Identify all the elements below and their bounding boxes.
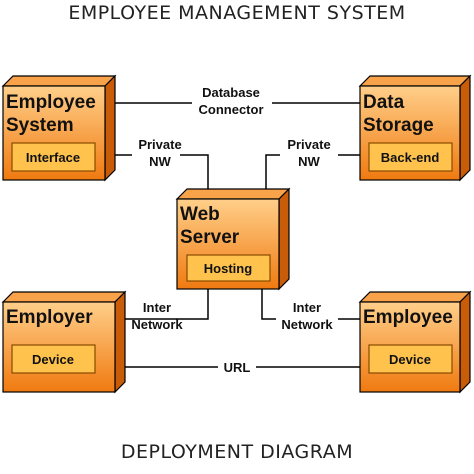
inter-network-left-label-1: Inter (143, 300, 171, 315)
node-name-line2: Storage (363, 115, 434, 136)
private-nw-left-label-1: Private (138, 137, 181, 152)
node-name-line1: Employee (6, 92, 96, 113)
inter-network-right-label-2: Network (281, 317, 333, 332)
component-label: Device (389, 352, 431, 367)
node-name-line1: Employer (6, 307, 93, 328)
component-box[interactable] (11, 142, 96, 172)
component-box[interactable] (368, 344, 453, 374)
private-nw-right-label-1: Private (287, 137, 330, 152)
diagram-title: EMPLOYEE MANAGEMENT SYSTEM (68, 2, 406, 24)
component-label: Interface (26, 150, 80, 165)
node-side-face (459, 290, 471, 394)
database-connector-label-1: Database (202, 85, 260, 100)
node-top-face (358, 75, 472, 87)
node-top-face (175, 188, 291, 200)
node-name-line1: Data (363, 92, 405, 113)
inter-network-left-line (124, 285, 209, 320)
node-side-face (104, 74, 116, 182)
node-employer[interactable]: Employer Device (1, 290, 127, 394)
component-box[interactable] (11, 344, 96, 374)
node-name-line1: Employee (363, 307, 453, 328)
node-web-server[interactable]: Web Server Hosting (175, 187, 291, 291)
component-label: Hosting (204, 261, 252, 276)
node-side-face (114, 290, 126, 394)
private-nw-right-line (265, 154, 280, 189)
database-connector-label-2: Connector (199, 102, 264, 117)
diagram-subtitle: DEPLOYMENT DIAGRAM (120, 441, 354, 463)
node-top-face (1, 291, 127, 303)
private-nw-left-line-2 (180, 154, 209, 189)
private-nw-left-label-2: NW (149, 154, 171, 169)
node-top-face (1, 75, 117, 87)
inter-network-right-label-1: Inter (293, 300, 321, 315)
node-name-line2: System (6, 115, 74, 136)
node-side-face (459, 74, 471, 182)
inter-network-left-label-2: Network (131, 317, 183, 332)
component-box[interactable] (368, 142, 453, 172)
node-side-face (278, 187, 290, 291)
url-label: URL (224, 360, 251, 375)
inter-network-right-line (261, 285, 276, 320)
node-employee[interactable]: Employee Device (358, 290, 472, 394)
private-nw-right-label-2: NW (298, 154, 320, 169)
component-label: Back-end (381, 150, 440, 165)
node-employee-system[interactable]: Employee System Interface (1, 74, 117, 182)
component-label: Device (32, 352, 74, 367)
node-data-storage[interactable]: Data Storage Back-end (358, 74, 472, 182)
node-name-line2: Server (180, 227, 240, 248)
component-box[interactable] (186, 254, 271, 282)
node-top-face (358, 291, 472, 303)
node-name-line1: Web (180, 204, 220, 225)
